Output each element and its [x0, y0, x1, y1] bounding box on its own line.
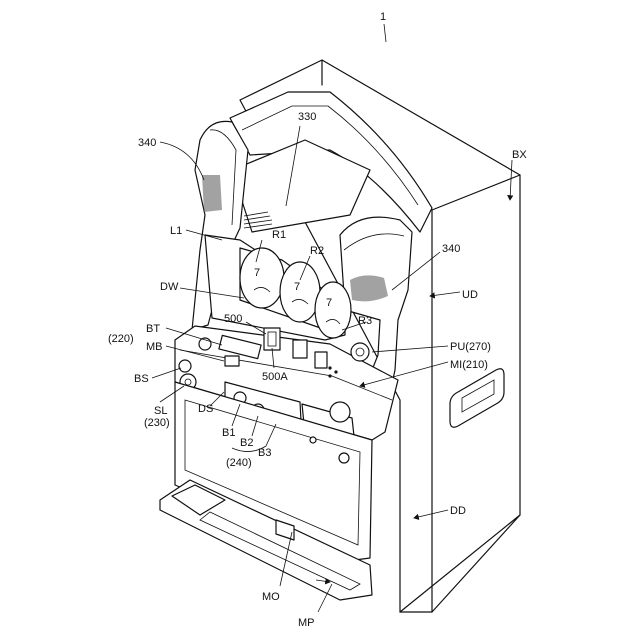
label-bt: BT — [146, 323, 160, 335]
label-bx: BX — [512, 149, 527, 161]
label-ud: UD — [462, 289, 478, 301]
label-mb: MB — [146, 341, 163, 353]
label-b3: B3 — [258, 447, 271, 459]
label-dd: DD — [450, 505, 466, 517]
label-b2: B2 — [240, 437, 253, 449]
label-dw: DW — [160, 281, 179, 293]
label-230: (230) — [144, 417, 170, 429]
figure-number: 1 — [380, 11, 386, 23]
svg-text:7: 7 — [254, 267, 260, 279]
label-mp: MP — [298, 617, 315, 629]
label-b1: B1 — [222, 427, 235, 439]
label-bs: BS — [134, 373, 149, 385]
label-mo: MO — [262, 591, 280, 603]
label-330: 330 — [298, 111, 316, 123]
label-240: (240) — [226, 457, 252, 469]
label-220: (220) — [108, 333, 134, 345]
label-340-right: 340 — [442, 243, 460, 255]
label-sl: SL — [154, 405, 167, 417]
label-500: 500 — [224, 313, 242, 325]
label-r3: R3 — [358, 315, 372, 327]
label-340-left: 340 — [138, 137, 156, 149]
label-r1: R1 — [272, 229, 286, 241]
label-ds: DS — [198, 403, 213, 415]
svg-text:7: 7 — [326, 297, 332, 309]
label-r2: R2 — [310, 245, 324, 257]
label-l1: L1 — [170, 225, 182, 237]
label-500a: 500A — [262, 371, 288, 383]
label-pu: PU(270) — [450, 341, 491, 353]
svg-text:7: 7 — [294, 281, 300, 293]
label-mi: MI(210) — [450, 359, 488, 371]
